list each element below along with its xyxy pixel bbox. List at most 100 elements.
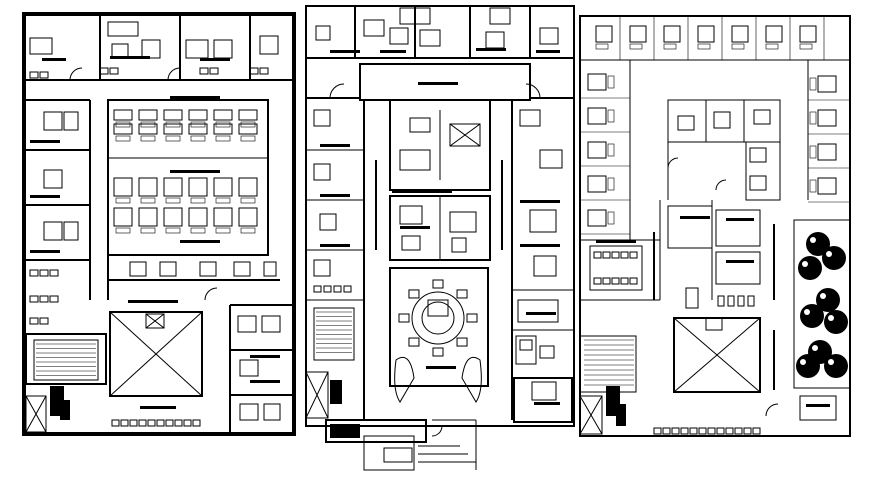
- desk: [113, 177, 133, 197]
- tree-highlight: [820, 293, 826, 299]
- center-lounge: [389, 267, 489, 403]
- cubicle-desk: [587, 175, 607, 193]
- chair: [698, 427, 707, 435]
- left-core: [109, 311, 203, 397]
- lounge-seat: [432, 279, 444, 289]
- tree-icon: [796, 354, 820, 378]
- left-plan: [22, 12, 296, 436]
- cubicle-desk: [663, 25, 681, 43]
- right-right-cubicles: [807, 60, 850, 203]
- chair: [192, 419, 201, 427]
- chair: [190, 135, 206, 142]
- desk: [213, 177, 233, 197]
- chair: [629, 277, 638, 285]
- desk: [113, 123, 133, 135]
- cubicle-desk: [731, 25, 749, 43]
- chair: [313, 285, 322, 293]
- chair: [629, 251, 638, 259]
- left-side-offices: [24, 99, 91, 325]
- chair: [737, 295, 745, 307]
- desk: [138, 177, 158, 197]
- left-top-offices: [24, 14, 294, 81]
- chair: [671, 427, 680, 435]
- desk: [163, 177, 183, 197]
- center-top-corridor: [306, 63, 574, 101]
- chair: [620, 251, 629, 259]
- chair: [240, 197, 256, 204]
- chair: [602, 277, 611, 285]
- tree-icon: [798, 256, 822, 280]
- chair: [765, 43, 779, 50]
- right-top-cubicles: [580, 16, 850, 61]
- chair: [593, 277, 602, 285]
- desk: [213, 207, 233, 227]
- lounge-seat: [466, 313, 478, 323]
- chair: [240, 227, 256, 234]
- right-core: [673, 224, 775, 393]
- center-middle-rooms: [375, 99, 503, 261]
- chair: [809, 77, 817, 91]
- lounge-seat: [456, 337, 468, 347]
- chair: [190, 227, 206, 234]
- desk: [238, 123, 258, 135]
- cubicle-desk: [629, 25, 647, 43]
- chair: [734, 427, 743, 435]
- desk: [213, 109, 233, 121]
- chair: [689, 427, 698, 435]
- left-workstations: [107, 96, 269, 256]
- chair: [607, 211, 615, 225]
- chair: [140, 197, 156, 204]
- chair: [629, 43, 643, 50]
- chair: [120, 419, 129, 427]
- center-plan-outer-wall: [305, 5, 575, 427]
- chair: [717, 295, 725, 307]
- chair: [165, 135, 181, 142]
- chair: [215, 227, 231, 234]
- lounge-seat: [456, 289, 468, 299]
- tree-highlight: [804, 309, 810, 315]
- chair: [156, 419, 165, 427]
- desk: [163, 123, 183, 135]
- chair: [799, 43, 813, 50]
- tree-highlight: [810, 237, 816, 243]
- center-right-column: [511, 100, 574, 423]
- tree-icon: [824, 310, 848, 334]
- chair: [593, 251, 602, 259]
- left-bottom-strip: [25, 386, 201, 433]
- right-bottom-strip: [653, 395, 837, 435]
- chair: [716, 427, 725, 435]
- chair: [607, 177, 615, 191]
- desk: [138, 207, 158, 227]
- chair: [174, 419, 183, 427]
- chair: [323, 285, 332, 293]
- desk: [188, 177, 208, 197]
- cubicle-desk: [817, 75, 837, 93]
- desk: [138, 109, 158, 121]
- desk: [238, 207, 258, 227]
- center-top-offices: [306, 6, 574, 59]
- tree-highlight: [812, 345, 818, 351]
- desk: [113, 109, 133, 121]
- chair: [680, 427, 689, 435]
- chair: [140, 135, 156, 142]
- chair: [183, 419, 192, 427]
- lounge-seat: [408, 289, 420, 299]
- chair: [115, 135, 131, 142]
- lounge-seat: [432, 347, 444, 357]
- center-left-column: [306, 100, 365, 420]
- chair: [620, 277, 629, 285]
- center-plan: [305, 5, 575, 471]
- chair: [747, 295, 755, 307]
- tree-highlight: [828, 359, 834, 365]
- chair: [147, 419, 156, 427]
- right-plan: [579, 15, 851, 437]
- desk: [188, 207, 208, 227]
- right-center-offices: [667, 99, 781, 201]
- chair: [595, 43, 609, 50]
- chair: [607, 143, 615, 157]
- chair: [165, 197, 181, 204]
- chair: [662, 427, 671, 435]
- chair: [809, 145, 817, 159]
- desk: [138, 123, 158, 135]
- left-stair: [25, 333, 107, 385]
